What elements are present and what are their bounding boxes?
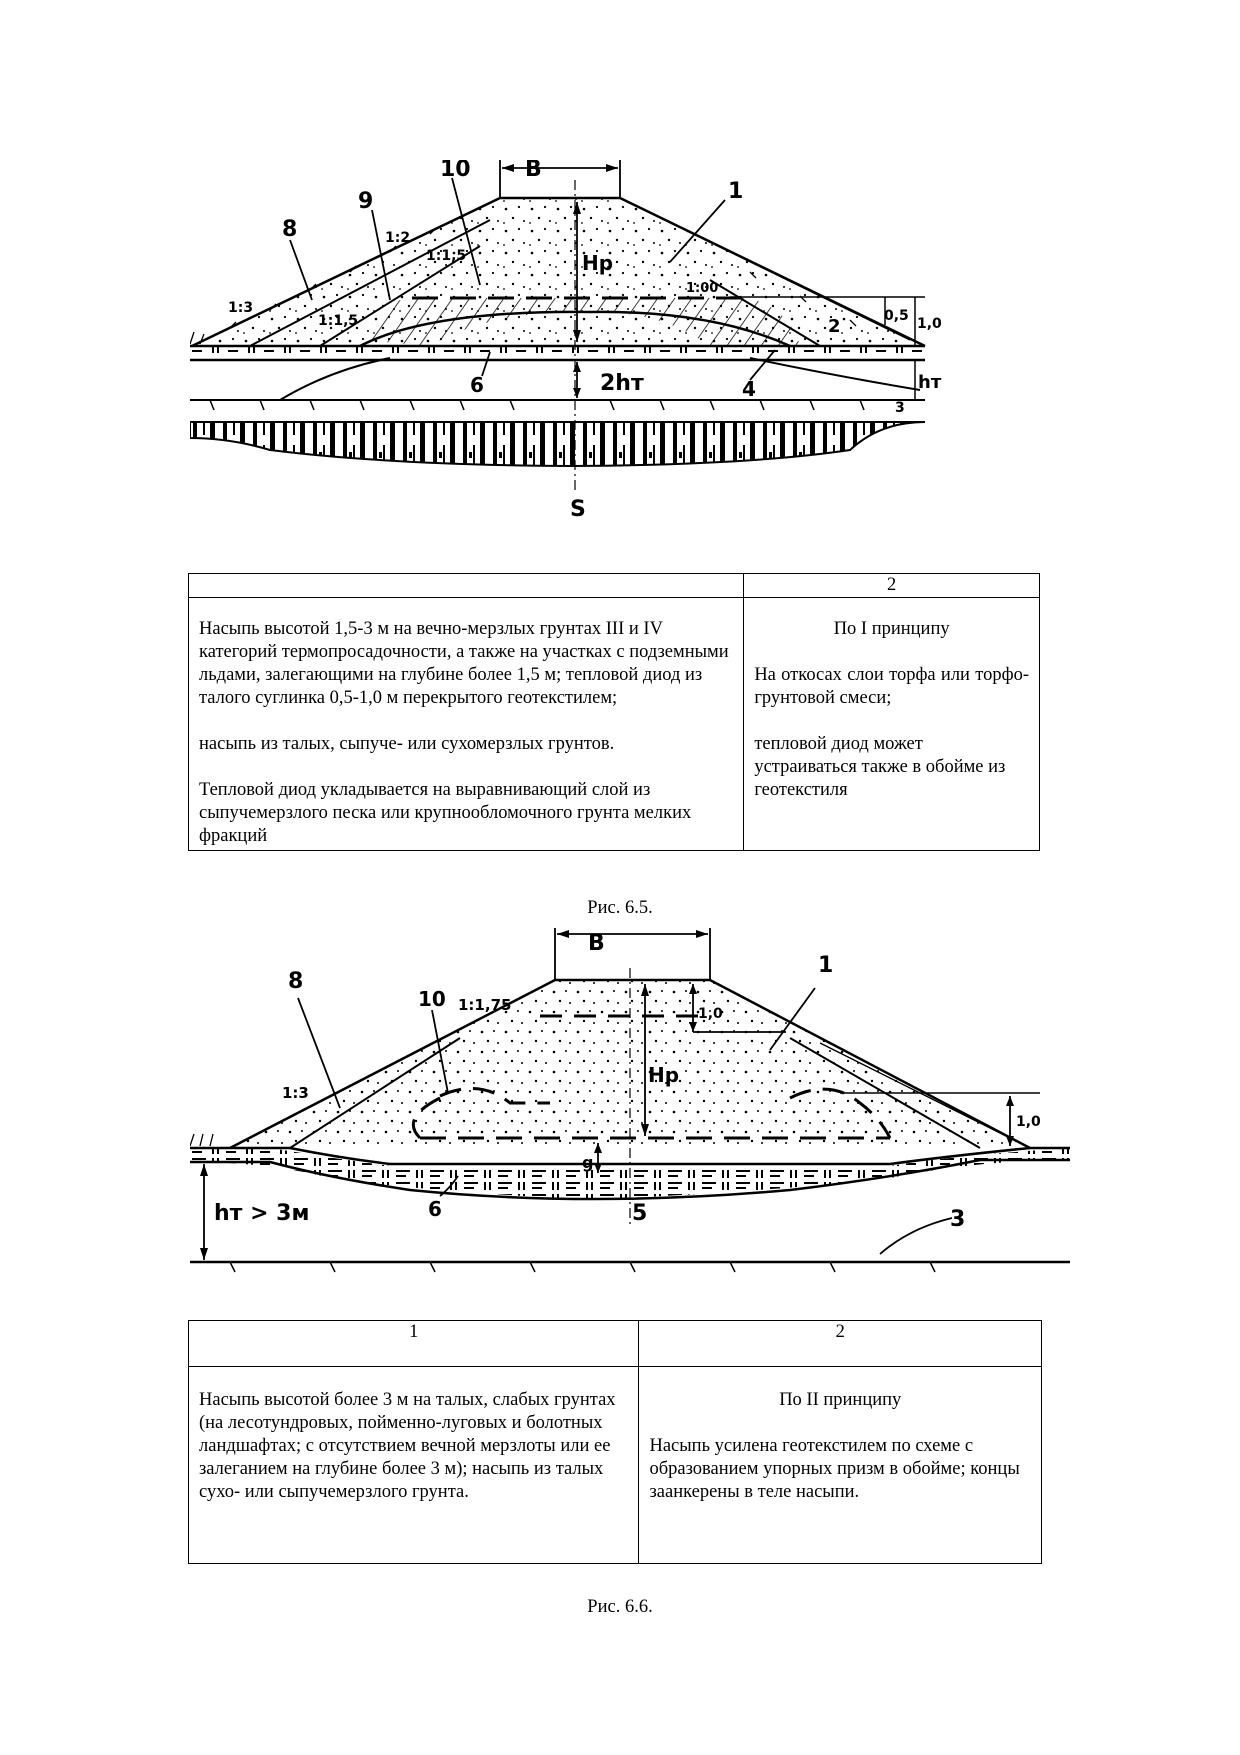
label-9: 9 [358, 189, 373, 214]
figure-6-6-drawing: B 8 10 1:1,75 1:3 1,0 Hp 1,0 1 g hт > 3м… [190, 928, 1070, 1288]
embankment-section-1: B 10 9 8 1 1:2 1:1,5 1:1,5 1:3 1:00 Hp 0… [190, 160, 942, 522]
table1-header-col1 [187, 573, 745, 598]
table2-principle-title: По II принципу [779, 1390, 902, 1410]
label-6: 6 [428, 1197, 442, 1221]
label-3: 3 [950, 1207, 965, 1232]
dim-1-0-right: 1,0 [1016, 1114, 1041, 1130]
label-10: 10 [418, 987, 446, 1011]
table1-text-2: насыпь из талых, сыпуче- или сухомерзлых… [199, 734, 615, 754]
label-ht-3m: hт > 3м [214, 1201, 309, 1226]
table2-principle-text-1: Насыпь усилена геотекстилем по схеме с о… [649, 1436, 1020, 1502]
table2-text-1: Насыпь высотой более 3 м на талых, слабы… [199, 1390, 616, 1502]
slope-1-1-5-a: 1:1,5 [426, 248, 466, 264]
slope-1-2: 1:2 [385, 230, 410, 246]
label-3: 3 [895, 400, 905, 416]
table-fig-6-6: 1 2 Насыпь высотой более 3 м на талых, с… [187, 1320, 1042, 1564]
label-1: 1 [818, 953, 833, 978]
label-b: B [588, 931, 605, 956]
label-g: g [582, 1153, 593, 1172]
table1-principle: По I принципу На откосах слои торфа или … [743, 597, 1040, 851]
label-4: 4 [742, 377, 756, 401]
table-fig-6-5: 2 Насыпь высотой 1,5-3 м на вечно-мерзлы… [187, 573, 1040, 851]
caption-fig-6-5: Рис. 6.5. [587, 898, 653, 918]
table1-text-3: Тепловой диод укладывается на выравниваю… [199, 780, 692, 846]
dim-1-0: 1,0 [917, 316, 942, 332]
label-hp: Hp [648, 1063, 679, 1087]
table2-principle: По II принципу Насыпь усилена геотекстил… [638, 1366, 1042, 1564]
label-hp: Hp [582, 251, 613, 275]
slope-1-00: 1:00 [686, 281, 718, 296]
label-8: 8 [282, 217, 297, 242]
label-8: 8 [288, 969, 303, 994]
table1-description: Насыпь высотой 1,5-3 м на вечно-мерзлых … [187, 597, 745, 851]
label-ht: hт [918, 372, 942, 393]
label-1: 1 [728, 179, 743, 204]
label-5: S [570, 497, 586, 522]
table1-header-col2: 2 [743, 573, 1040, 598]
slope-1-3: 1:3 [282, 1084, 309, 1102]
slope-1-3: 1:3 [228, 300, 253, 316]
table1-text-1: Насыпь высотой 1,5-3 м на вечно-мерзлых … [199, 619, 729, 708]
label-2: 2 [828, 316, 841, 337]
label-6: 6 [470, 373, 484, 397]
figure-6-5-drawing: B 10 9 8 1 1:2 1:1,5 1:1,5 1:3 1:00 Hp 0… [190, 160, 1070, 560]
table1-principle-title: По I принципу [833, 619, 950, 639]
table1-principle-text-2: тепловой диод может устраиваться также в… [754, 734, 1006, 800]
table2-header-col1: 1 [187, 1320, 640, 1367]
label-2ht: 2hт [600, 371, 644, 396]
slope-1-1-5-b: 1:1,5 [318, 313, 358, 329]
label-5: 5 [632, 1201, 647, 1226]
label-10: 10 [440, 160, 471, 182]
table2-description: Насыпь высотой более 3 м на талых, слабы… [187, 1366, 640, 1564]
dim-0-5: 0,5 [884, 308, 909, 324]
embankment-section-2: B 8 10 1:1,75 1:3 1,0 Hp 1,0 1 g hт > 3м… [190, 928, 1070, 1273]
caption-fig-6-6: Рис. 6.6. [587, 1597, 653, 1617]
label-b: B [525, 160, 542, 182]
slope-1-1-75: 1:1,75 [458, 996, 511, 1014]
table1-principle-text-1: На откосах слои торфа или торфо-грунтово… [754, 665, 1029, 708]
dim-1-0-top: 1,0 [698, 1006, 723, 1022]
table2-header-col2: 2 [638, 1320, 1042, 1367]
